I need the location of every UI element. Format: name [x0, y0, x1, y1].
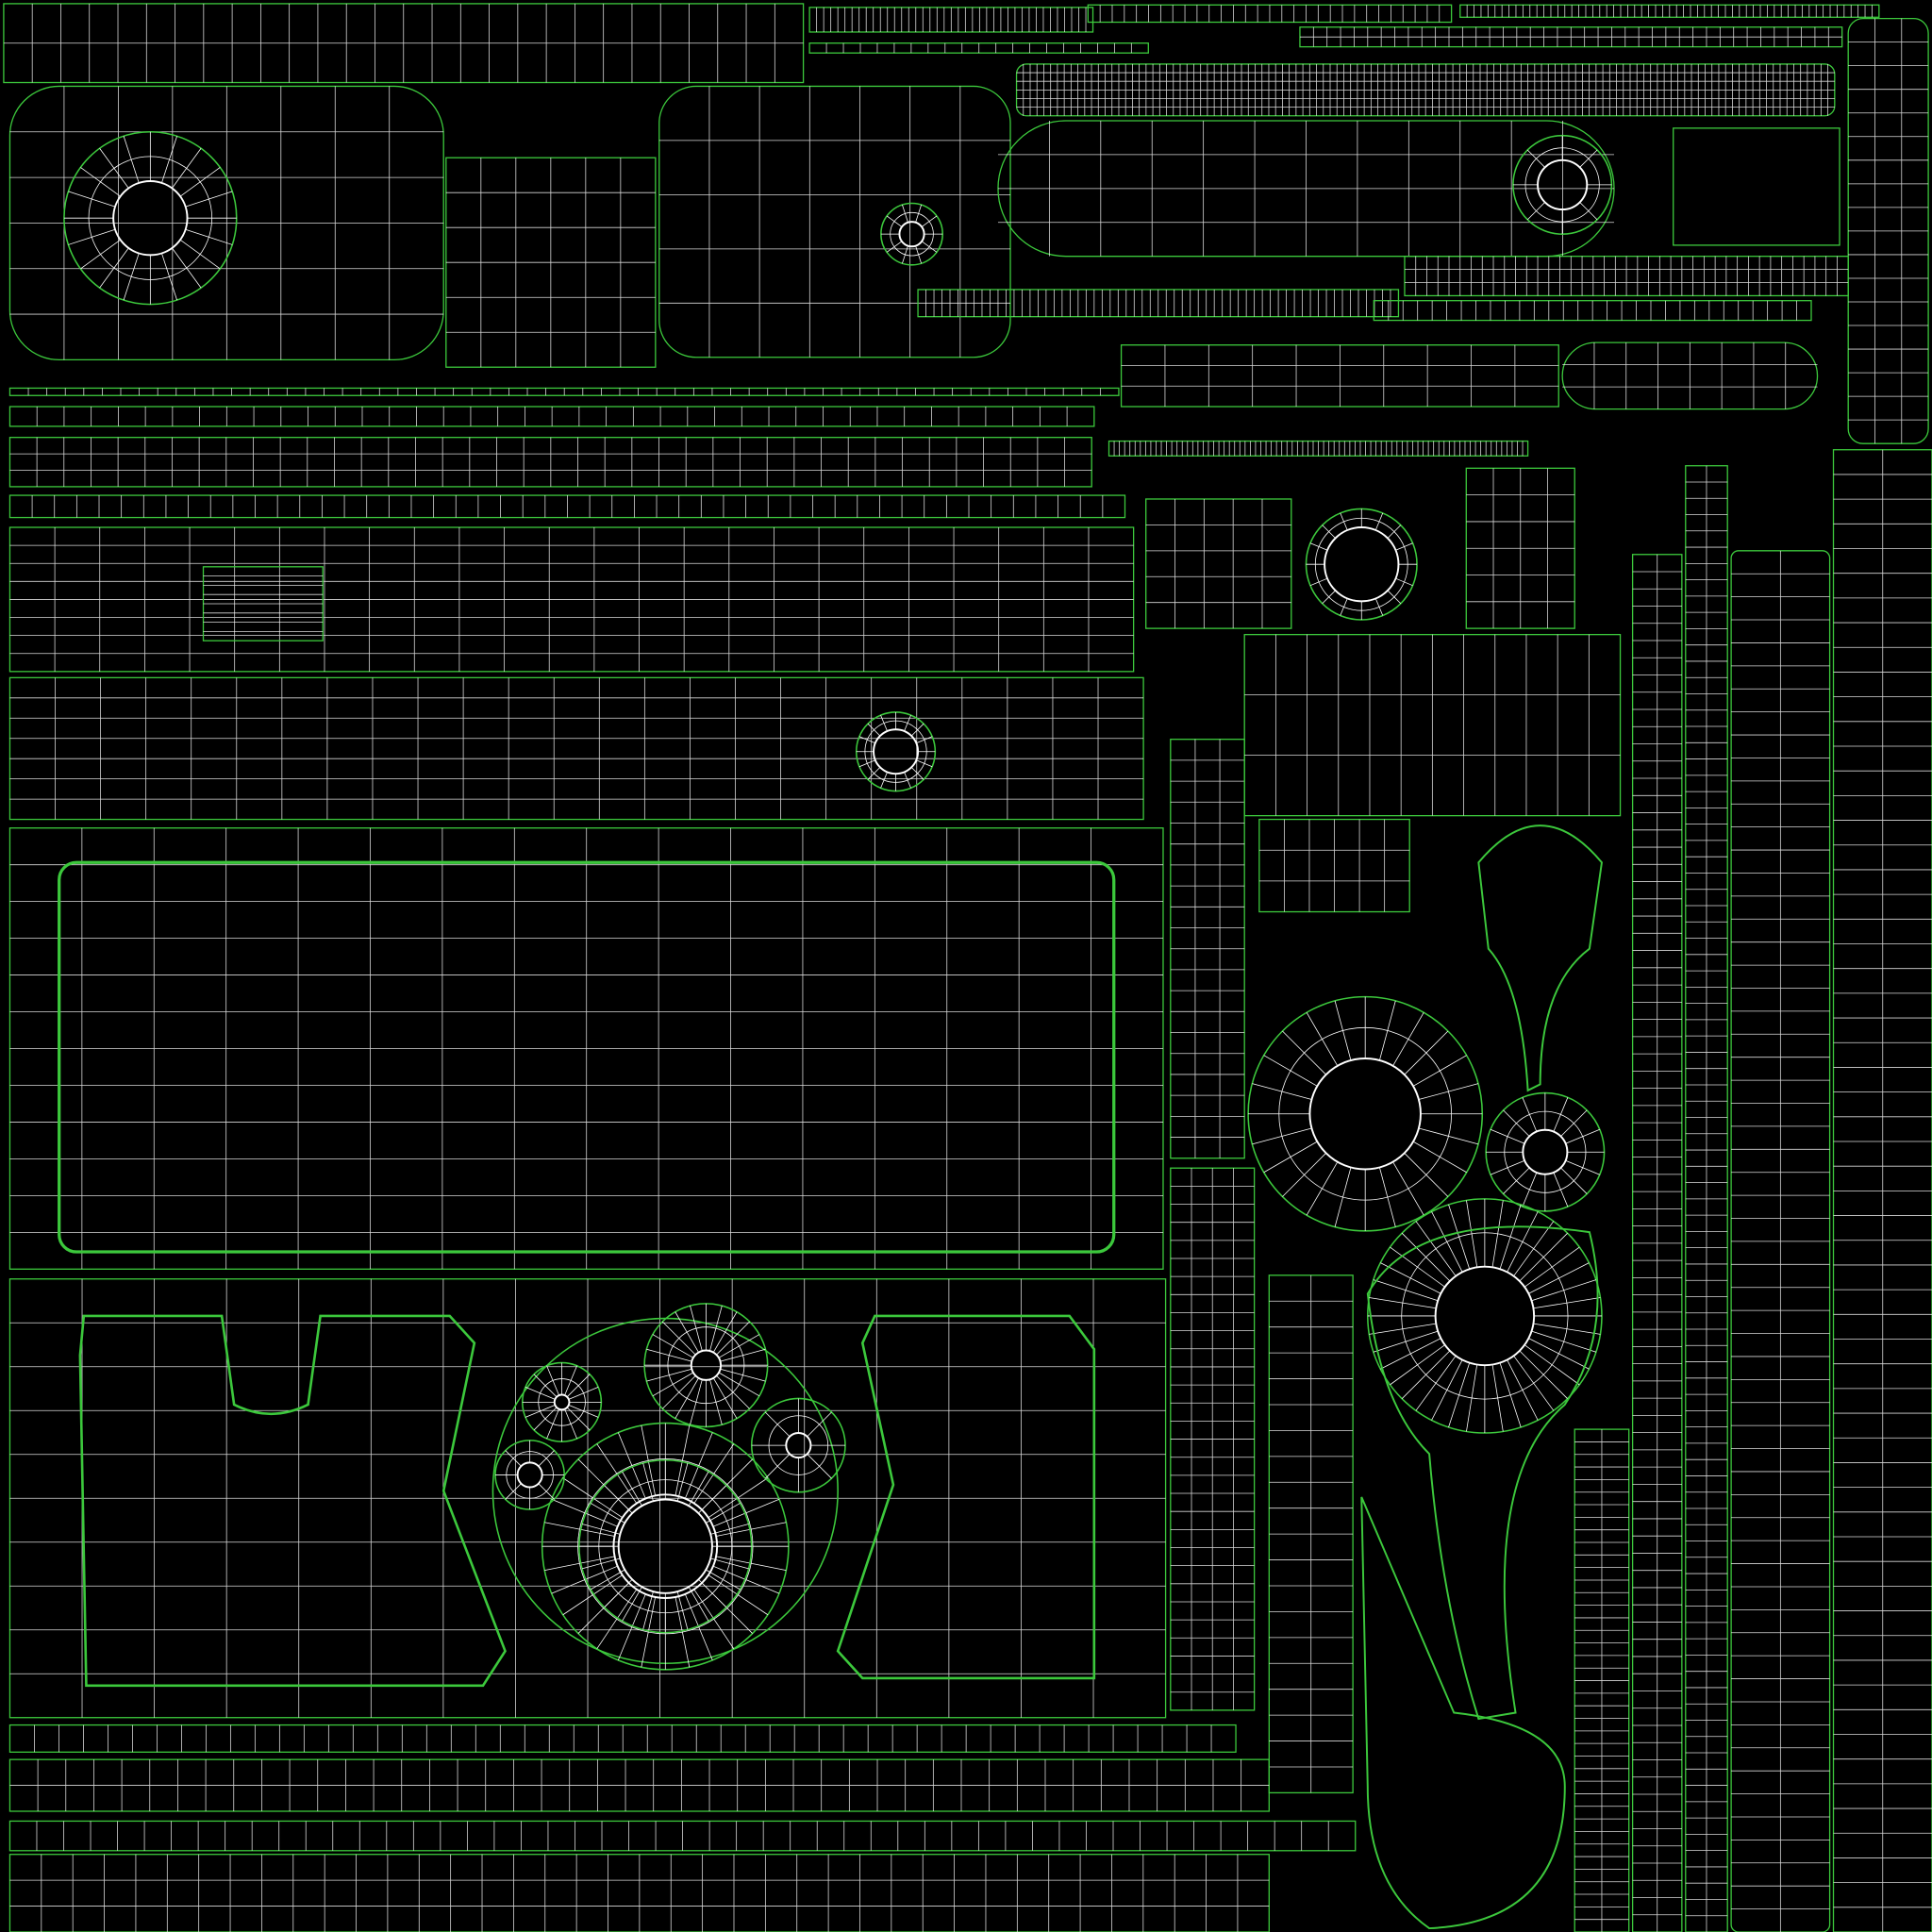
small-block-wires	[1258, 819, 1410, 912]
lever-top	[1477, 824, 1603, 1092]
ring-mid-spokes	[856, 711, 936, 791]
thin-strips-a-border	[1170, 739, 1245, 1159]
wheel-large-a-inner	[1308, 1057, 1422, 1171]
strip-j-wires	[36, 407, 1068, 426]
lever-bottom	[1366, 1225, 1599, 1721]
main-hub-spokes	[541, 1423, 789, 1670]
bottom-strip-c-wires	[36, 1821, 1329, 1851]
large-panel-inner-border	[58, 860, 1116, 1254]
strip-k-wires	[9, 437, 1092, 487]
ball-right-inner	[785, 1432, 812, 1459]
handle-right-outline	[836, 1314, 1096, 1680]
uv-islands	[3, 3, 1932, 1932]
gear-left-inner	[553, 1393, 571, 1411]
large-panel-wires	[9, 827, 1163, 1270]
top-left-strip-wires	[3, 3, 804, 83]
top-strip-b-wires	[1099, 5, 1441, 23]
crank-wheel-left-spokes	[63, 131, 237, 305]
main-hub-inner-inner	[617, 1498, 713, 1594]
strip-f-wires	[1404, 256, 1849, 296]
gear-left-spokes	[522, 1362, 602, 1442]
wheel-large-b-inner	[1434, 1265, 1536, 1367]
main-hub-inner-spokes	[578, 1459, 752, 1633]
gear-top-inner	[690, 1349, 723, 1381]
bottom-strip-b-wires	[9, 1759, 1270, 1811]
top-strip-c-wires	[1466, 5, 1873, 18]
ball-right-spokes	[751, 1398, 845, 1492]
crank-island-left-wires	[9, 86, 444, 360]
bottom-strip-d-wires	[9, 1854, 1270, 1932]
wheel-large-b-spokes	[1367, 1198, 1602, 1434]
square-piece-border	[1673, 127, 1840, 246]
wheel-small-inner	[1522, 1128, 1569, 1175]
top-strip-e-wires	[1299, 26, 1842, 47]
gear-top-spokes	[644, 1303, 768, 1427]
pedal-arm	[1360, 1496, 1566, 1930]
thin-strips-a-wires	[1170, 739, 1245, 1158]
crank-hub-mid-spokes	[880, 204, 943, 264]
strip-g-wires	[925, 289, 1391, 317]
panel-b-wires	[9, 677, 1144, 820]
rounded-piece-wires	[1562, 342, 1818, 409]
ball-left-spokes	[495, 1440, 565, 1509]
crank-hub-right-spokes	[1512, 135, 1612, 235]
bottom-strip-a-wires	[34, 1724, 1212, 1753]
handle-left-outline	[78, 1314, 507, 1688]
column-d-wires	[1731, 550, 1830, 1932]
crank-hub-right-inner	[1537, 158, 1589, 211]
box-small-border	[1145, 498, 1292, 629]
ball-left-inner	[516, 1461, 543, 1489]
tall-piece-mid-wires	[1269, 1274, 1354, 1793]
column-e-wires	[1833, 449, 1932, 1932]
bottom-panel-wires	[9, 1278, 1166, 1718]
right-tall-piece-wires	[1848, 18, 1929, 444]
ring-right-inner	[1324, 526, 1400, 603]
cylinder-strip-wires	[1244, 634, 1621, 816]
box-small-wires	[1145, 498, 1291, 629]
strip-h-wires	[1388, 300, 1797, 321]
ring-mid-inner	[873, 728, 920, 775]
vent-piece-wires	[203, 575, 324, 632]
crank-arm-right-wires	[997, 120, 1615, 257]
wheel-small-spokes	[1486, 1092, 1605, 1211]
small-parts-block-wires	[445, 158, 656, 368]
frame-piece-wires	[1466, 468, 1575, 629]
wheel-large-a-spokes	[1248, 996, 1483, 1231]
crank-island-mid-border	[658, 85, 1011, 358]
strip-m-wires	[1113, 441, 1524, 457]
crank-wheel-left-inner	[112, 180, 189, 257]
panel-b-border	[8, 676, 1144, 821]
crank-hub-mid-inner	[898, 221, 925, 248]
strip-l-wires	[31, 495, 1104, 518]
box-piece-wires	[1121, 344, 1559, 408]
column-b-wires	[1632, 554, 1682, 1932]
top-strip-d-wires	[825, 42, 1132, 54]
thin-strips-b-wires	[1170, 1168, 1255, 1710]
ring-right-spokes	[1306, 508, 1418, 620]
column-a-wires	[1574, 1429, 1629, 1932]
strip-i-wires	[27, 388, 1101, 396]
dense-strip-wires	[1016, 63, 1835, 116]
column-c-wires	[1685, 465, 1728, 1932]
panel-a-wires	[9, 527, 1134, 672]
top-strip-a-wires	[816, 7, 1087, 32]
